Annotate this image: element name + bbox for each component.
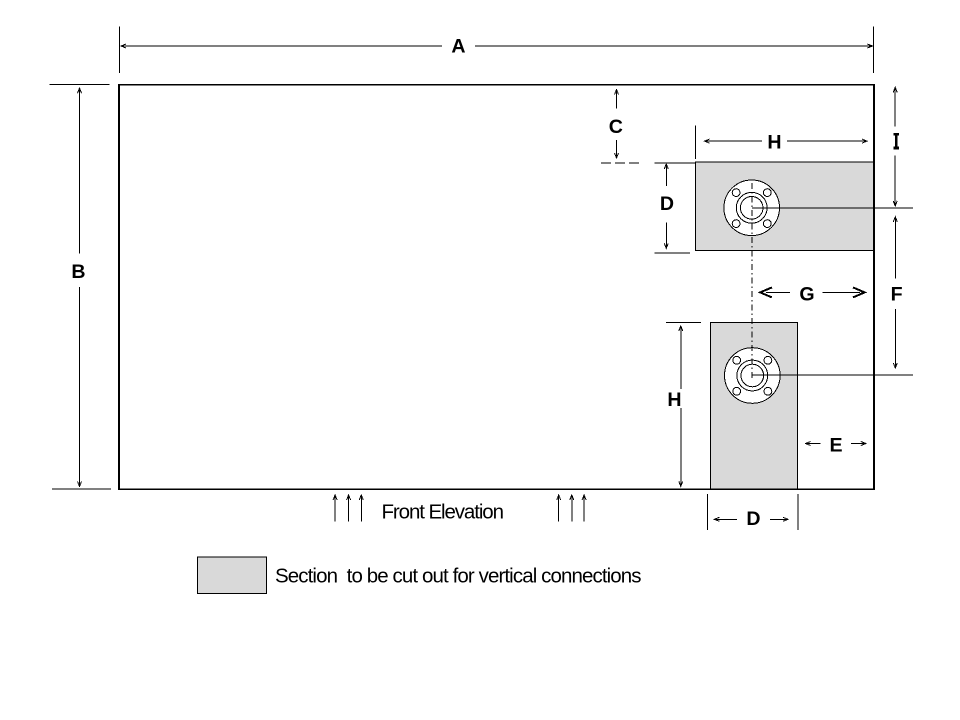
svg-text:E: E	[829, 435, 842, 457]
svg-text:C: C	[609, 116, 623, 138]
svg-text:H: H	[767, 131, 781, 153]
svg-text:D: D	[746, 508, 760, 530]
svg-text:A: A	[451, 36, 465, 58]
svg-text:B: B	[71, 261, 85, 283]
svg-text:D: D	[660, 193, 674, 215]
svg-text:H: H	[667, 389, 681, 411]
svg-text:F: F	[891, 284, 903, 306]
svg-text:Section to be cut out for ver: Section to be cut out for vertical conne…	[275, 564, 641, 587]
svg-text:Front Elevation: Front Elevation	[382, 500, 504, 523]
svg-text:G: G	[799, 284, 814, 306]
